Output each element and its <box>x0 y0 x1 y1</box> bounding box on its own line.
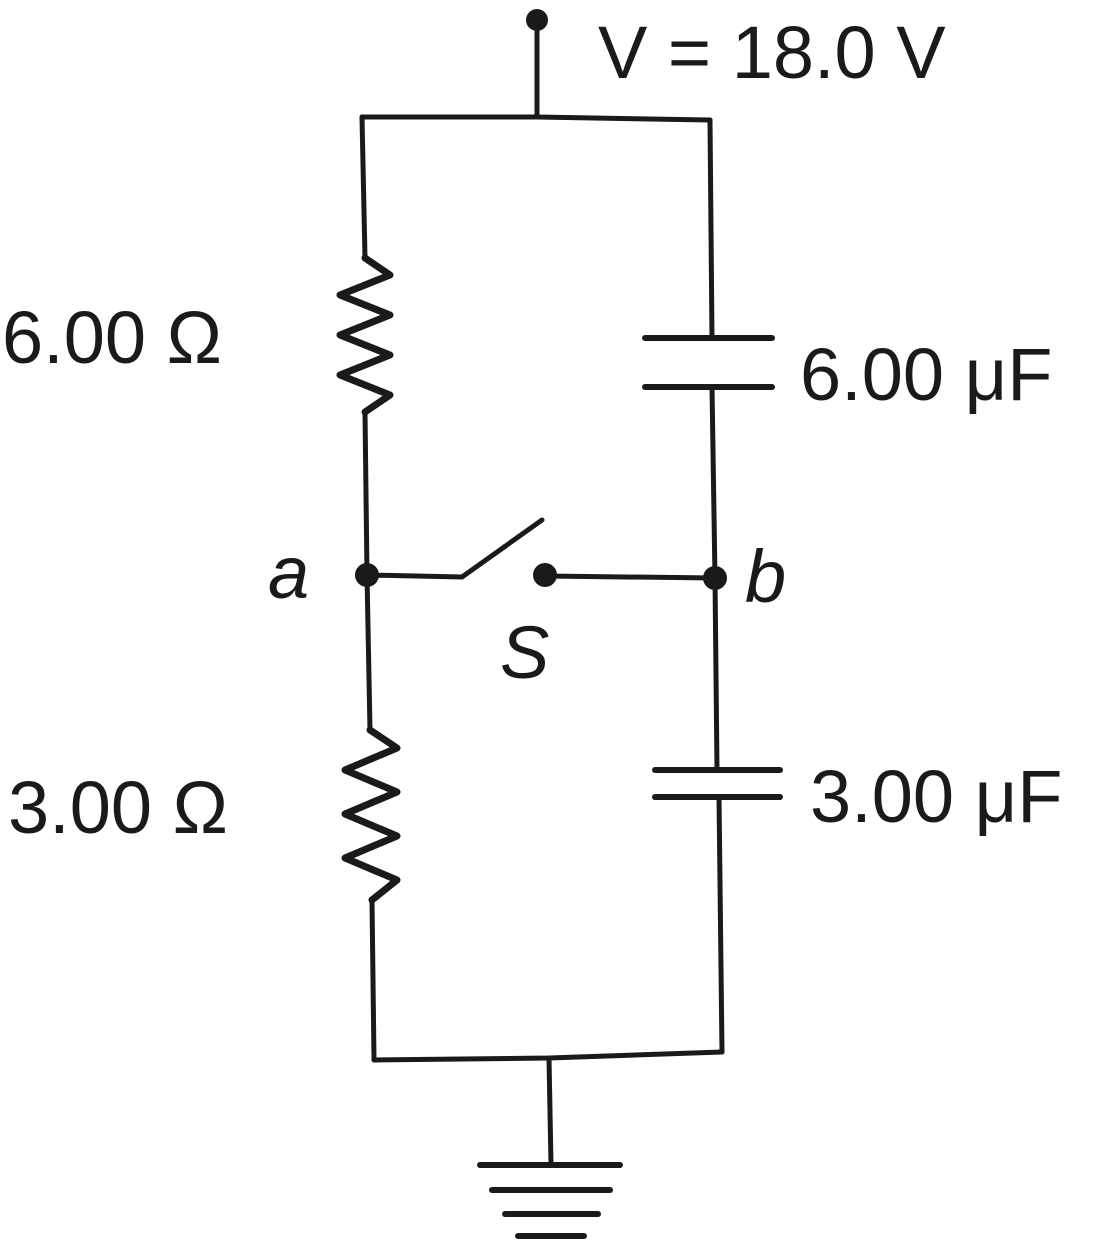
voltage-terminal <box>526 9 548 120</box>
resistor-3-ohm <box>341 726 401 904</box>
node-b-label: b <box>745 535 786 618</box>
switch-lead-left <box>364 572 465 580</box>
left-wire-mid-upper <box>362 409 370 578</box>
node-a-label: a <box>268 531 309 614</box>
voltage-label: V = 18.0 V <box>598 11 946 94</box>
switch-s <box>364 517 718 587</box>
right-branch <box>642 117 783 1055</box>
switch-blade <box>459 517 545 580</box>
left-wire-mid-lower <box>364 572 373 733</box>
left-branch <box>336 114 401 1063</box>
right-wire-bottom <box>716 794 725 1055</box>
node-a-dot <box>355 563 379 587</box>
right-wire-mid-lower <box>712 575 720 773</box>
capacitor-top-label: 6.00 μF <box>800 333 1052 416</box>
ground-icon <box>477 1055 623 1239</box>
resistor-bottom-label: 3.00 Ω <box>8 766 228 849</box>
resistor-top-label: 6.00 Ω <box>2 296 222 379</box>
ground-lead <box>546 1055 554 1168</box>
left-wire-top <box>359 114 368 261</box>
node-b-dot <box>703 566 727 590</box>
left-wire-bottom <box>369 897 377 1063</box>
capacitor-bottom-label: 3.00 μF <box>810 755 1062 838</box>
switch-lead-right <box>542 573 718 581</box>
top-wire <box>359 114 713 123</box>
switch-label: S <box>500 611 549 694</box>
right-wire-mid-upper <box>709 384 718 581</box>
resistor-6-ohm <box>336 254 394 416</box>
right-wire-top <box>707 117 715 341</box>
